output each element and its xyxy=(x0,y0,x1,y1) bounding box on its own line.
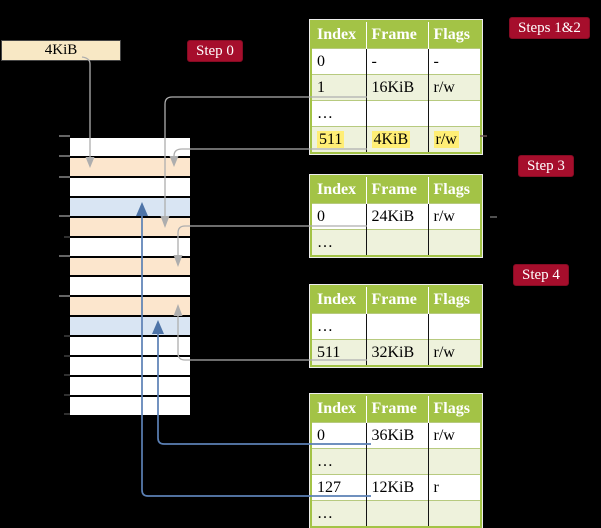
table-row: 127 12KiB r xyxy=(311,474,481,501)
memory-frame-row xyxy=(70,155,190,176)
table-row: … xyxy=(311,100,481,127)
cell-frame: 4KiB xyxy=(366,126,429,153)
table-row: … xyxy=(311,448,481,475)
cell-index: 1 xyxy=(311,74,367,101)
stack-tick-marks xyxy=(59,135,70,297)
cell-frame xyxy=(366,100,429,127)
memory-frame-row xyxy=(70,215,190,236)
cell-frame: 36KiB xyxy=(366,422,429,449)
cell-index: … xyxy=(311,313,367,340)
col-header-flags: Flags xyxy=(428,21,481,49)
memory-frame-row xyxy=(70,375,190,395)
cell-flags: r xyxy=(428,474,481,501)
table-header-row: Index Frame Flags xyxy=(311,21,481,49)
memory-frame-row xyxy=(70,195,190,216)
cell-index: … xyxy=(311,500,367,527)
cell-index: … xyxy=(311,100,367,127)
cell-flags xyxy=(428,448,481,475)
highlighted-value: r/w xyxy=(433,130,459,148)
col-header-index: Index xyxy=(311,395,367,423)
table-header-row: Index Frame Flags xyxy=(311,286,481,314)
table-row: 511 32KiB r/w xyxy=(311,339,481,366)
steps-1-2-badge: Steps 1&2 xyxy=(509,17,590,39)
table-row: 1 16KiB r/w xyxy=(311,74,481,101)
cell-index: 0 xyxy=(311,422,367,449)
table-row: 0 36KiB r/w xyxy=(311,422,481,449)
cell-flags: r/w xyxy=(428,339,481,366)
col-header-frame: Frame xyxy=(366,395,429,423)
col-header-frame: Frame xyxy=(366,21,429,49)
col-header-index: Index xyxy=(311,176,367,204)
col-header-index: Index xyxy=(311,286,367,314)
cell-flags: r/w xyxy=(428,74,481,101)
memory-frame-row xyxy=(70,275,190,296)
cell-index: 0 xyxy=(311,48,367,75)
page-table-step-4: Index Frame Flags … 511 32KiB r/w xyxy=(309,284,483,368)
page-table-step-4-leaf: Index Frame Flags 0 36KiB r/w … 127 12Ki… xyxy=(309,393,483,528)
col-header-flags: Flags xyxy=(428,176,481,204)
physical-memory-stack xyxy=(70,138,190,415)
cell-frame: - xyxy=(366,48,429,75)
cell-frame xyxy=(366,448,429,475)
table-row: 0 - - xyxy=(311,48,481,75)
step-4-badge: Step 4 xyxy=(513,264,569,286)
table-row-highlighted: 511 4KiB r/w xyxy=(311,126,481,153)
highlighted-value: 4KiB xyxy=(371,130,411,148)
memory-frame-row xyxy=(70,335,190,356)
col-header-frame: Frame xyxy=(366,176,429,204)
memory-frame-row xyxy=(70,295,190,316)
cell-index: 127 xyxy=(311,474,367,501)
memory-frame-row xyxy=(70,235,190,256)
memory-frame-row xyxy=(70,175,190,196)
cell-index: … xyxy=(311,448,367,475)
table-header-row: Index Frame Flags xyxy=(311,395,481,423)
memory-frame-row xyxy=(70,138,190,156)
cell-index: 511 xyxy=(311,339,367,366)
table-row: … xyxy=(311,313,481,340)
cell-flags: r/w xyxy=(428,126,481,153)
col-header-flags: Flags xyxy=(428,395,481,423)
cell-frame xyxy=(366,500,429,527)
cell-flags xyxy=(428,100,481,127)
cell-flags xyxy=(428,500,481,527)
cell-flags xyxy=(428,229,481,256)
table-row: 0 24KiB r/w xyxy=(311,203,481,230)
col-header-flags: Flags xyxy=(428,286,481,314)
memory-frame-row xyxy=(70,315,190,336)
highlighted-value: 511 xyxy=(317,130,345,148)
cell-frame: 32KiB xyxy=(366,339,429,366)
page-table-step-3: Index Frame Flags 0 24KiB r/w … xyxy=(309,174,483,258)
cell-frame: 16KiB xyxy=(366,74,429,101)
cell-index: 511 xyxy=(311,126,367,153)
table-row: … xyxy=(311,500,481,527)
cell-flags: - xyxy=(428,48,481,75)
table-header-row: Index Frame Flags xyxy=(311,176,481,204)
cell-flags: r/w xyxy=(428,422,481,449)
memory-size-label: 4KiB xyxy=(1,40,121,61)
step-0-badge: Step 0 xyxy=(187,40,243,62)
cell-frame: 12KiB xyxy=(366,474,429,501)
cell-index: … xyxy=(311,229,367,256)
memory-frame-row xyxy=(70,355,190,376)
cell-flags xyxy=(428,313,481,340)
cell-index: 0 xyxy=(311,203,367,230)
cell-frame: 24KiB xyxy=(366,203,429,230)
cell-flags: r/w xyxy=(428,203,481,230)
col-header-index: Index xyxy=(311,21,367,49)
cell-frame xyxy=(366,229,429,256)
memory-frame-row xyxy=(70,394,190,415)
stub-dashes xyxy=(480,135,497,218)
page-table-steps-1-2: Index Frame Flags 0 - - 1 16KiB r/w … 51… xyxy=(309,19,483,155)
col-header-frame: Frame xyxy=(366,286,429,314)
table-row: … xyxy=(311,229,481,256)
memory-frame-row xyxy=(70,255,190,276)
step-3-badge: Step 3 xyxy=(518,155,574,177)
cell-frame xyxy=(366,313,429,340)
